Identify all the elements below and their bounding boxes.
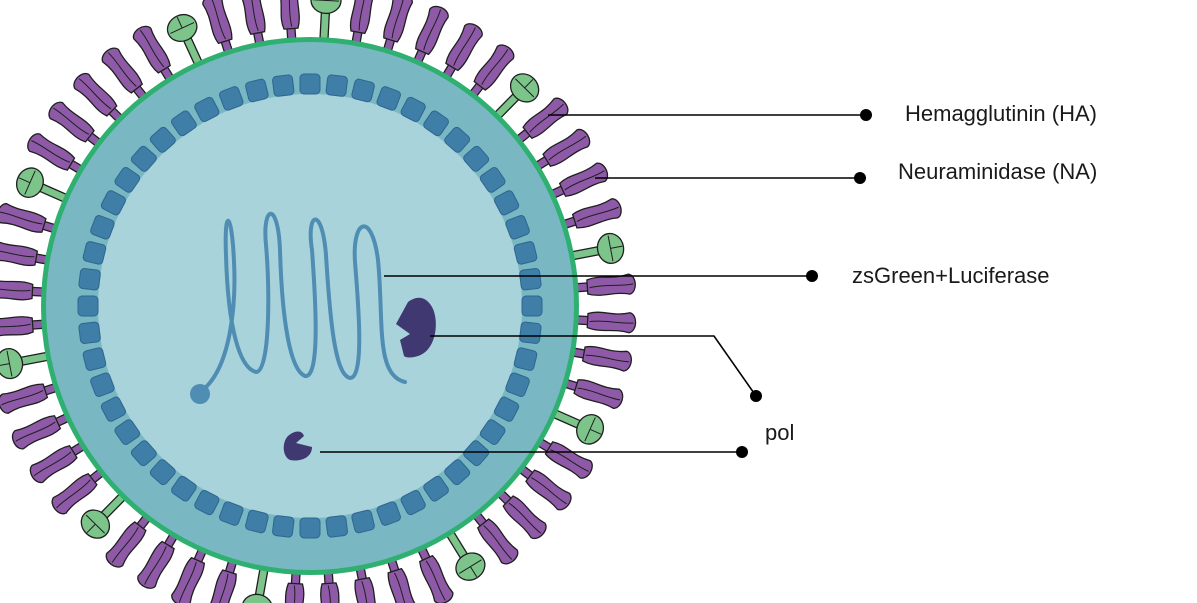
rna-strand-icon [190,212,407,404]
matrix-protein-icon [77,295,99,317]
leader-lines [320,114,866,453]
matrix-protein-icon [245,78,269,103]
matrix-protein-icon [149,126,176,153]
matrix-protein-icon [100,190,127,216]
matrix-protein-icon [444,126,471,153]
matrix-protein-icon [325,515,348,538]
matrix-protein-icon [78,268,101,291]
matrix-protein-icon [100,396,127,422]
matrix-protein-icon [423,475,449,502]
polymerase-icon [396,297,436,358]
matrix-protein-icon [90,215,115,240]
matrix-protein-icon [171,110,197,137]
matrix-protein-icon [493,190,520,216]
na-label: Neuraminidase (NA) [898,159,1098,184]
matrix-protein-icon [376,501,401,526]
matrix-protein-icon [513,241,538,265]
matrix-protein-icon [521,295,543,317]
matrix-protein-icon [479,167,506,193]
matrix-protein-icon [463,440,490,467]
genome-leader-dot [806,270,818,282]
matrix-protein-icon [505,215,530,240]
matrix-protein-icon [299,517,321,539]
matrix-protein-icon [219,86,244,111]
matrix-protein-icon [272,74,295,97]
matrix-protein-icon [114,419,141,445]
matrix-protein-icon [114,167,141,193]
surface-spikes [0,0,637,603]
matrix-protein-icon [505,372,530,397]
matrix-protein-icon [272,515,295,538]
matrix-protein-icon [130,440,157,467]
ha-label: Hemagglutinin (HA) [905,101,1097,126]
leader-dots [736,109,872,458]
matrix-protein-icon [351,509,375,534]
matrix-protein-icon [519,321,542,344]
matrix-protein-icon [82,347,107,371]
matrix-protein-icon [82,241,107,265]
matrix-protein-icon [463,145,490,172]
matrix-protein-icon [325,74,348,97]
matrix-protein-icon [351,78,375,103]
matrix-protein-icon [299,73,321,95]
ha-leader-dot [860,109,872,121]
matrix-protein-icon [519,268,542,291]
matrix-protein-icon [171,475,197,502]
matrix-protein-icon [78,321,101,344]
matrix-protein-icon [423,110,449,137]
matrix-protein-icon [376,86,401,111]
matrix-protein-icon [493,396,520,422]
na-leader-dot [854,172,866,184]
pol-leader-dot [736,446,748,458]
matrix-protein-icon [194,489,220,516]
pol-leader-line-1 [430,335,757,397]
pol-label: pol [765,420,795,445]
matrix-protein-icon [130,145,157,172]
matrix-protein-icon [194,96,220,123]
virion-interior [98,94,522,518]
pol-leader-dot [750,390,762,402]
matrix-protein-icon [245,509,269,534]
polymerase-icon [283,431,312,461]
matrix-protein-icon [90,372,115,397]
matrix-protein-icon [513,347,538,371]
matrix-protein-icon [400,489,426,516]
genome-label: zsGreen+Luciferase [852,263,1050,288]
matrix-protein-icon [400,96,426,123]
matrix-protein-ring [77,73,543,539]
matrix-protein-icon [219,501,244,526]
matrix-protein-icon [149,459,176,486]
matrix-protein-icon [479,419,506,445]
matrix-protein-icon [444,459,471,486]
